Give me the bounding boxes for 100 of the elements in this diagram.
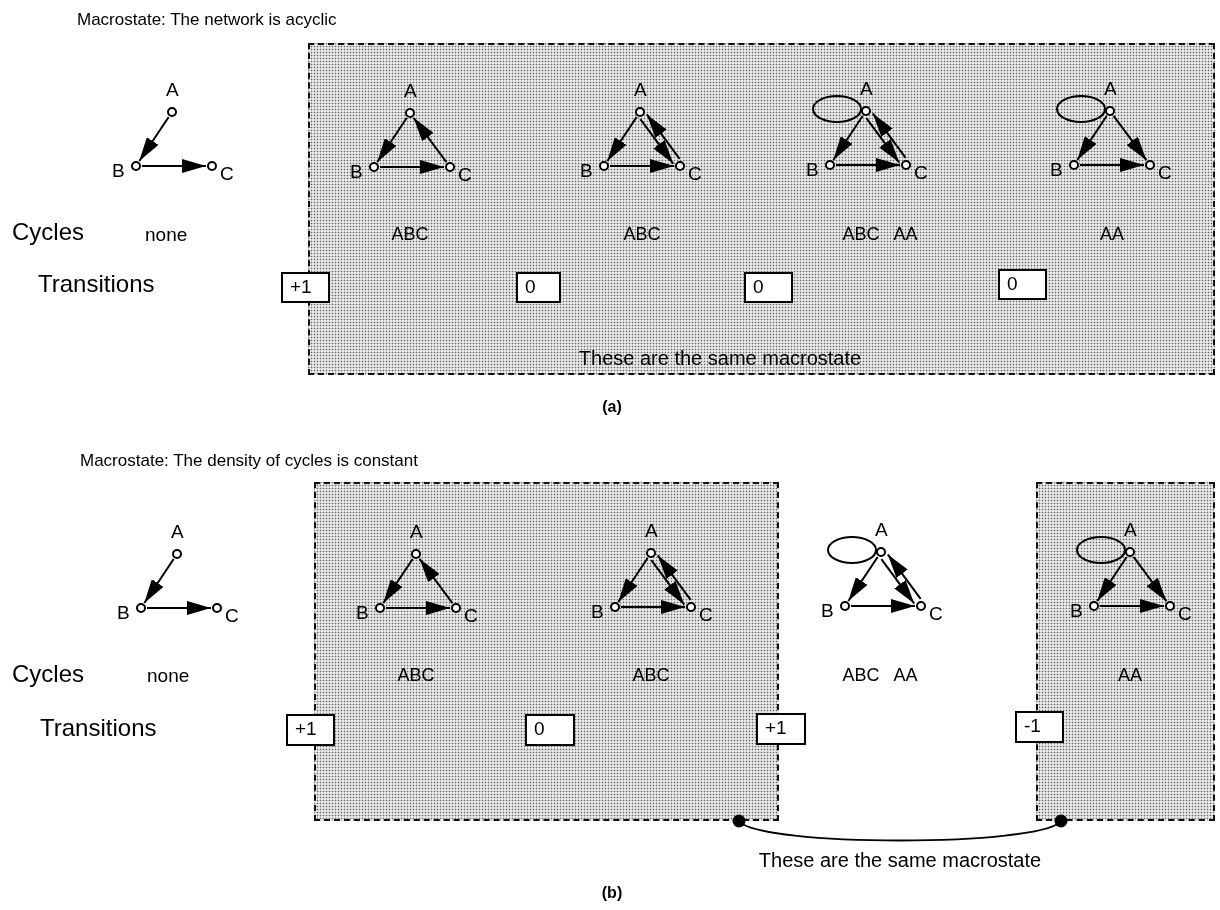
arrow (880, 558, 916, 605)
network-node (1165, 601, 1175, 611)
network-node (901, 160, 911, 170)
arrow (656, 554, 692, 601)
transition-box: +1 (756, 713, 806, 745)
network-node (825, 160, 835, 170)
arrow (379, 160, 445, 174)
network-node (451, 603, 461, 613)
node-label: A (166, 79, 179, 101)
network-node (172, 549, 182, 559)
transition-box: 0 (525, 714, 575, 746)
network-node (445, 162, 455, 172)
network-node (136, 603, 146, 613)
arrow (1079, 158, 1145, 172)
cycle-list: none (147, 665, 190, 687)
node-label: C (914, 162, 928, 184)
arrow (141, 159, 207, 173)
arrow (645, 113, 681, 160)
transition-box: +1 (286, 714, 335, 746)
cycle-list: AA (1118, 665, 1142, 686)
arrow (1132, 555, 1168, 603)
node-label: A (1104, 78, 1117, 100)
arrow (639, 118, 675, 165)
node-label: C (464, 605, 478, 627)
arrow (835, 158, 901, 172)
node-label: B (806, 159, 819, 181)
network-node (1145, 160, 1155, 170)
node-label: B (821, 600, 834, 622)
arrow (620, 600, 686, 614)
node-label: C (688, 163, 702, 185)
transition-box: 0 (744, 272, 793, 303)
network-node (876, 547, 886, 557)
node-label: C (929, 603, 943, 625)
arrow (418, 557, 454, 605)
node-label: B (1070, 600, 1083, 622)
arrow (1112, 114, 1148, 162)
network-node (405, 108, 415, 118)
network-node (610, 602, 620, 612)
cycle-list: ABC AA (842, 665, 918, 686)
arrow (650, 559, 686, 606)
self-loop (812, 95, 862, 123)
row-label: Cycles (12, 218, 84, 246)
arrow (138, 116, 170, 162)
arrow (376, 117, 408, 163)
network-node (675, 161, 685, 171)
network-node (207, 161, 217, 171)
arrow (143, 558, 175, 604)
node-label: B (591, 601, 604, 623)
arrow (871, 112, 907, 159)
transition-box: +1 (281, 272, 330, 303)
arrow (606, 116, 638, 162)
arrow (1096, 556, 1128, 602)
network-node (212, 603, 222, 613)
transition-box: 0 (516, 272, 561, 303)
arrow (385, 601, 451, 615)
node-label: B (356, 602, 369, 624)
node-label: A (875, 519, 888, 541)
network-node (686, 602, 696, 612)
region-caption: These are the same macrostate (578, 347, 862, 370)
panel-label: (a) (602, 398, 622, 416)
network-node (1125, 547, 1135, 557)
node-label: A (171, 521, 184, 543)
row-label: Transitions (40, 714, 157, 742)
network-node (375, 603, 385, 613)
heading: Macrostate: The network is acyclic (77, 10, 337, 30)
network-node (599, 161, 609, 171)
network-node (411, 549, 421, 559)
arrow (412, 116, 448, 164)
arrow (886, 553, 922, 600)
cycle-list: AA (1100, 224, 1124, 245)
network-node (916, 601, 926, 611)
node-label: C (1178, 603, 1192, 625)
cycle-list: ABC (397, 665, 435, 686)
arrow (617, 557, 649, 603)
network-node (635, 107, 645, 117)
arrow (865, 117, 901, 164)
node-label: B (580, 160, 593, 182)
cycle-list: ABC (391, 224, 429, 245)
node-label: A (404, 80, 417, 102)
cycle-list: ABC AA (842, 224, 918, 245)
node-label: B (117, 602, 130, 624)
network-node (369, 162, 379, 172)
node-label: C (1158, 162, 1172, 184)
arrow (1076, 115, 1108, 161)
cycle-list: ABC (632, 665, 670, 686)
node-label: C (699, 604, 713, 626)
transition-box: -1 (1015, 711, 1064, 743)
node-label: A (1124, 519, 1137, 541)
row-label: Cycles (12, 660, 84, 688)
self-loop (1076, 536, 1126, 564)
network-node (861, 106, 871, 116)
network-node (131, 161, 141, 171)
node-label: A (634, 79, 647, 101)
self-loop (827, 536, 877, 564)
node-label: A (860, 78, 873, 100)
network-node (646, 548, 656, 558)
network-node (840, 601, 850, 611)
transition-box: 0 (998, 269, 1047, 300)
node-label: C (220, 163, 234, 185)
network-node (1089, 601, 1099, 611)
